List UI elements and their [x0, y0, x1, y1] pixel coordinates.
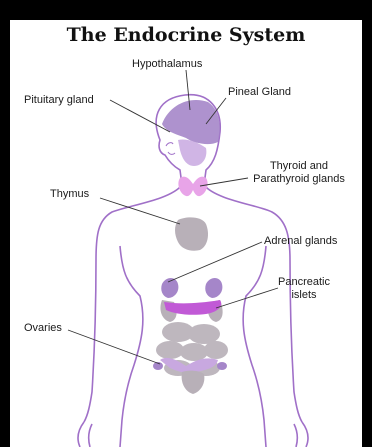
ovaries — [153, 358, 227, 394]
label-thyroid-line1: Thyroid and — [246, 160, 352, 173]
label-hypothalamus: Hypothalamus — [132, 58, 202, 71]
label-adrenal-glands: Adrenal glands — [264, 235, 337, 248]
label-thymus: Thymus — [50, 188, 89, 201]
thymus-gland — [175, 217, 208, 250]
label-pancreatic-line1: Pancreatic — [274, 276, 334, 289]
label-pancreatic-islets: Pancreatic islets — [274, 276, 334, 302]
adrenal-glands — [160, 278, 222, 322]
page-title: The Endocrine System — [10, 24, 362, 46]
thyroid-gland — [178, 177, 207, 196]
label-pituitary-gland: Pituitary gland — [24, 94, 94, 107]
body-illustration — [10, 20, 362, 447]
label-pineal-gland: Pineal Gland — [228, 86, 291, 99]
diagram-panel: The Endocrine System Hypothalamus Pineal… — [10, 20, 362, 447]
head — [156, 95, 220, 185]
label-ovaries: Ovaries — [24, 322, 62, 335]
label-thyroid: Thyroid and Parathyroid glands — [246, 160, 352, 186]
label-pancreatic-line2: islets — [274, 289, 334, 302]
label-thyroid-line2: Parathyroid glands — [246, 173, 352, 186]
